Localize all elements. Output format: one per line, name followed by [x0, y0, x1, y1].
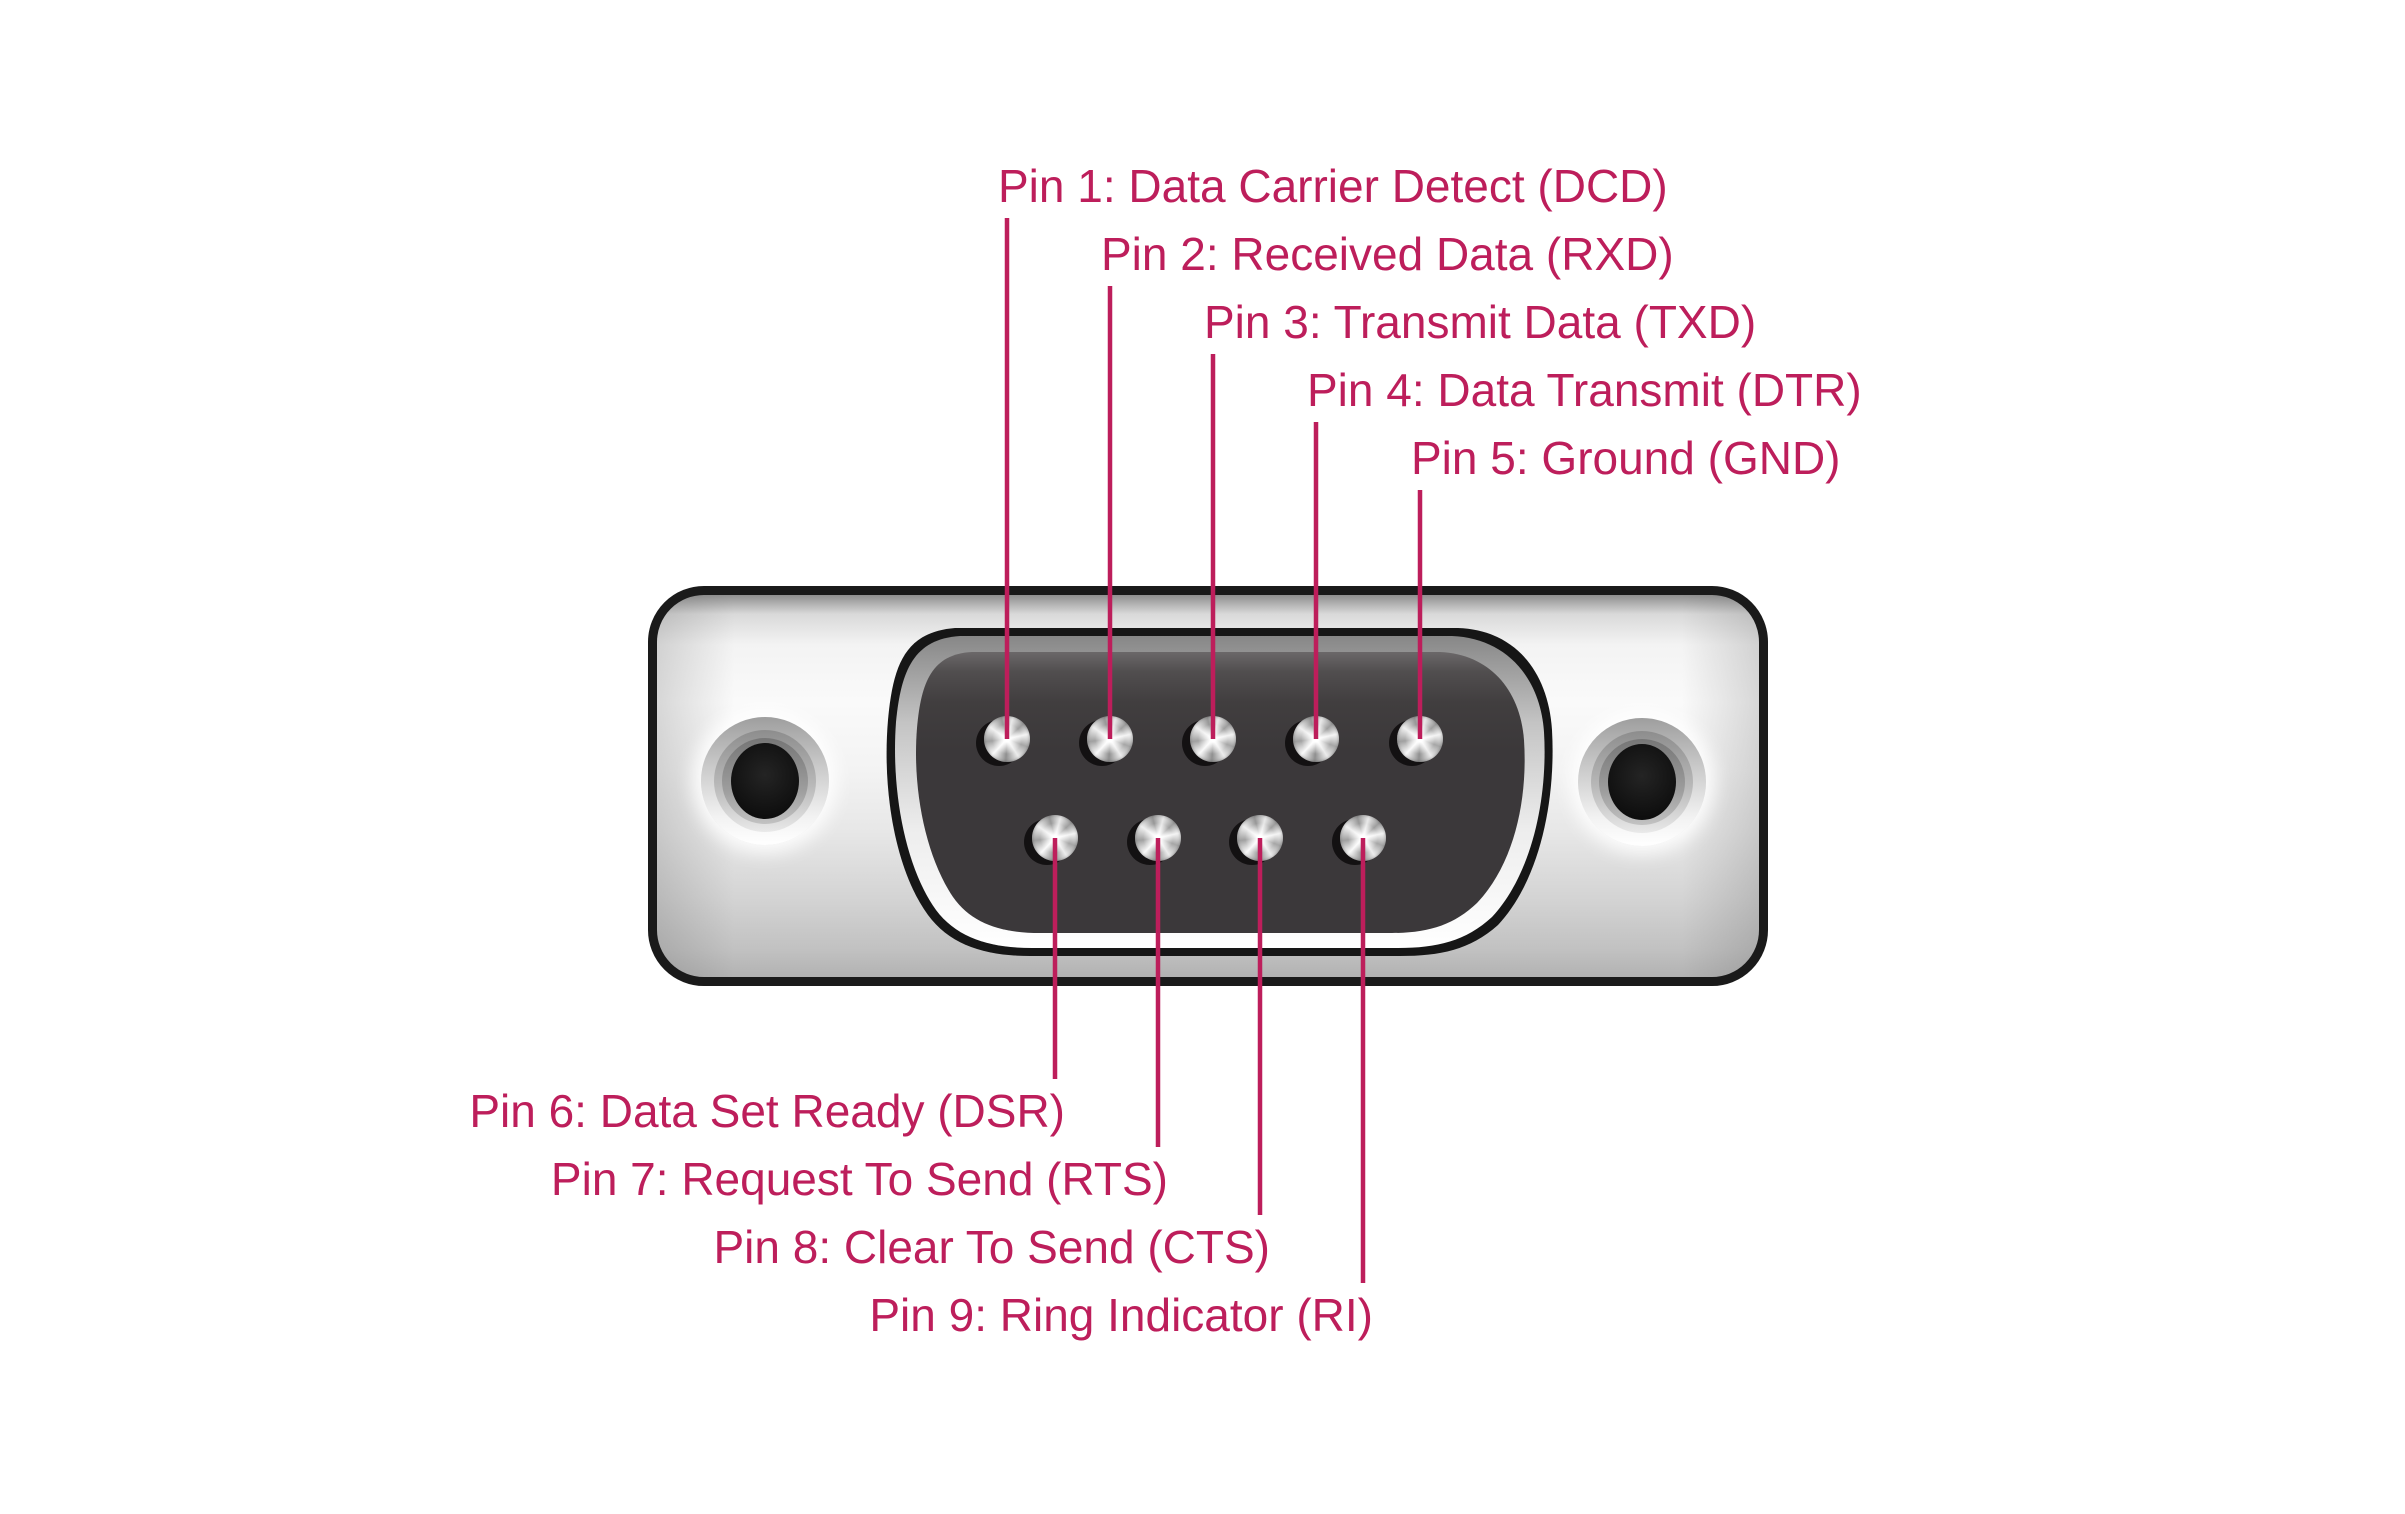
- pin-2-label: Pin 2: Received Data (RXD): [1101, 228, 1674, 280]
- pin-8-label: Pin 8: Clear To Send (CTS): [713, 1221, 1271, 1273]
- screw-hole-right: [1578, 718, 1706, 846]
- screw-hole-left: [701, 717, 829, 845]
- pin-7-label: Pin 7: Request To Send (RTS): [550, 1153, 1168, 1205]
- pin-9-label: Pin 9: Ring Indicator (RI): [869, 1289, 1373, 1341]
- screw-hole-left-ring: [714, 730, 816, 832]
- pin-1-label: Pin 1: Data Carrier Detect (DCD): [998, 160, 1668, 212]
- screw-hole-right-center: [1608, 744, 1676, 820]
- pin-3-label: Pin 3: Transmit Data (TXD): [1204, 296, 1757, 348]
- pin-5-label: Pin 5: Ground (GND): [1411, 432, 1841, 484]
- screw-hole-left-center: [731, 743, 799, 819]
- pin-4-label: Pin 4: Data Transmit (DTR): [1307, 364, 1862, 416]
- screw-hole-right-ring: [1591, 731, 1693, 833]
- pin-6-label: Pin 6: Data Set Ready (DSR): [469, 1085, 1065, 1137]
- d-face: [915, 652, 1525, 933]
